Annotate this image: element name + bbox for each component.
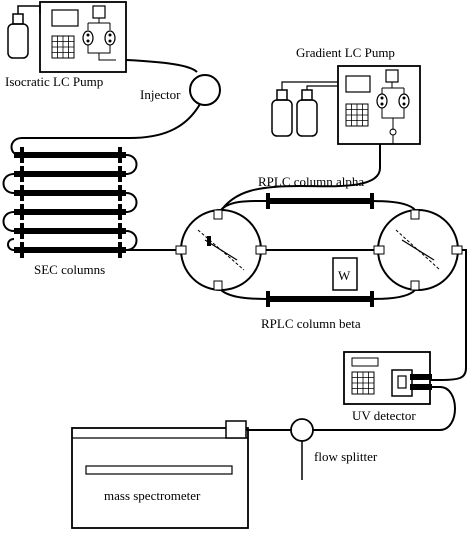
valve-port: [373, 245, 385, 255]
gradient-pump-display: [345, 75, 371, 93]
isocratic-pump-display: [51, 9, 79, 27]
tubing-uv-to-splitter: [313, 386, 456, 431]
ms-slot: [85, 465, 233, 475]
isocratic-pump-label: Isocratic LC Pump: [5, 74, 103, 89]
rplc-column-beta: [220, 289, 416, 307]
gradient-pump: [271, 65, 421, 145]
gradient-solvent-bottles: [271, 81, 338, 137]
sec-column: [14, 204, 126, 220]
tubing-pump-to-injector: [125, 59, 198, 73]
gradient-pump-label: Gradient LC Pump: [296, 45, 395, 60]
sec-column-loops: [2, 154, 138, 251]
injector-valve: [189, 74, 221, 106]
valve-port: [451, 245, 463, 255]
valve-port: [213, 280, 223, 291]
valve-port: [410, 209, 420, 220]
valve-port: [213, 209, 223, 220]
uv-detector-keypad: [351, 371, 375, 395]
mass-spectrometer-label: mass spectrometer: [104, 488, 201, 503]
uv-flow-cell: [391, 369, 432, 397]
rplc-column-alpha: [220, 193, 416, 211]
sec-columns: [2, 147, 138, 258]
switching-valve-left: [175, 209, 267, 291]
mass-spectrometer: [71, 420, 249, 529]
sec-column: [14, 242, 126, 258]
isocratic-pump: [7, 1, 127, 73]
rplc-alpha-label: RPLC column alpha: [258, 174, 364, 189]
isocratic-solvent-bottle: [7, 5, 41, 59]
sec-column: [14, 166, 126, 182]
isocratic-pump-heads: [82, 5, 116, 61]
flow-splitter-label: flow splitter: [314, 449, 378, 464]
injector-label: Injector: [140, 87, 181, 102]
tubing-gradient-to-valve: [219, 144, 381, 213]
valve-port: [410, 280, 420, 291]
flow-splitter: [290, 418, 314, 442]
tubing-valve-to-uv: [430, 249, 467, 381]
sec-column: [14, 223, 126, 239]
isocratic-pump-box: [39, 1, 127, 73]
uv-detector-label: UV detector: [352, 408, 416, 423]
switching-valve-right: [373, 209, 463, 291]
sec-column: [14, 147, 126, 163]
sec-columns-label: SEC columns: [34, 262, 105, 277]
uv-detector: [343, 351, 432, 405]
ms-inlet: [225, 420, 247, 439]
waste-container: [332, 257, 358, 291]
valve-port: [175, 245, 187, 255]
rplc-beta-label: RPLC column beta: [261, 316, 361, 331]
valve-port: [255, 245, 267, 255]
uv-detector-display: [351, 357, 379, 367]
waste-label: W: [338, 268, 351, 283]
tubing-injector-to-sec: [10, 103, 201, 157]
isocratic-pump-keypad: [51, 35, 75, 59]
gradient-pump-keypad: [345, 103, 369, 127]
gradient-pump-heads: [376, 69, 410, 145]
sec-column: [14, 185, 126, 201]
